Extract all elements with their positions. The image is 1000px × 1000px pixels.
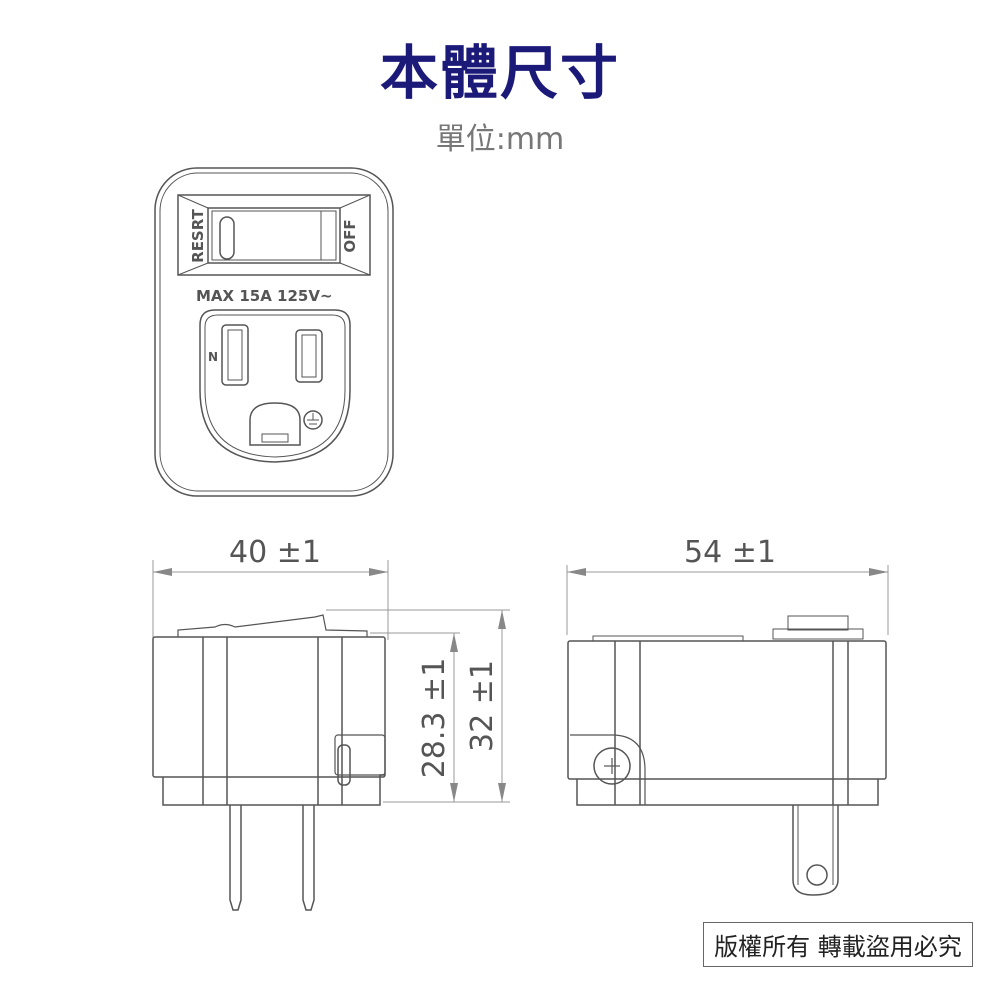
- side-view-a: [152, 560, 510, 911]
- height-dimension-inner: 28.3 ±1: [417, 657, 452, 779]
- switch-right-label: OFF: [341, 219, 359, 253]
- copyright-notice: 版權所有 轉載盜用必究: [703, 922, 973, 967]
- side-view-b: [566, 565, 889, 896]
- height-dimension-outer: 32 ±1: [465, 660, 500, 752]
- screw-icon: [593, 747, 631, 785]
- rocker-switch: [177, 194, 371, 276]
- neutral-slot: [221, 324, 249, 386]
- page-title: 本體尺寸: [379, 39, 620, 107]
- unit-label: 單位:mm: [435, 122, 565, 157]
- ground-symbol-icon: [303, 410, 323, 430]
- front-view: [154, 167, 394, 497]
- width-dimension-a: 40 ±1: [229, 535, 321, 570]
- rating-label: MAX 15A 125V~: [196, 287, 333, 305]
- width-dimension-b: 54 ±1: [684, 535, 776, 570]
- ground-slot: [249, 402, 301, 446]
- hot-slot: [295, 329, 323, 383]
- neutral-label: N: [208, 350, 219, 364]
- outlet-face: [199, 309, 351, 463]
- switch-left-label: RESRT: [189, 209, 207, 263]
